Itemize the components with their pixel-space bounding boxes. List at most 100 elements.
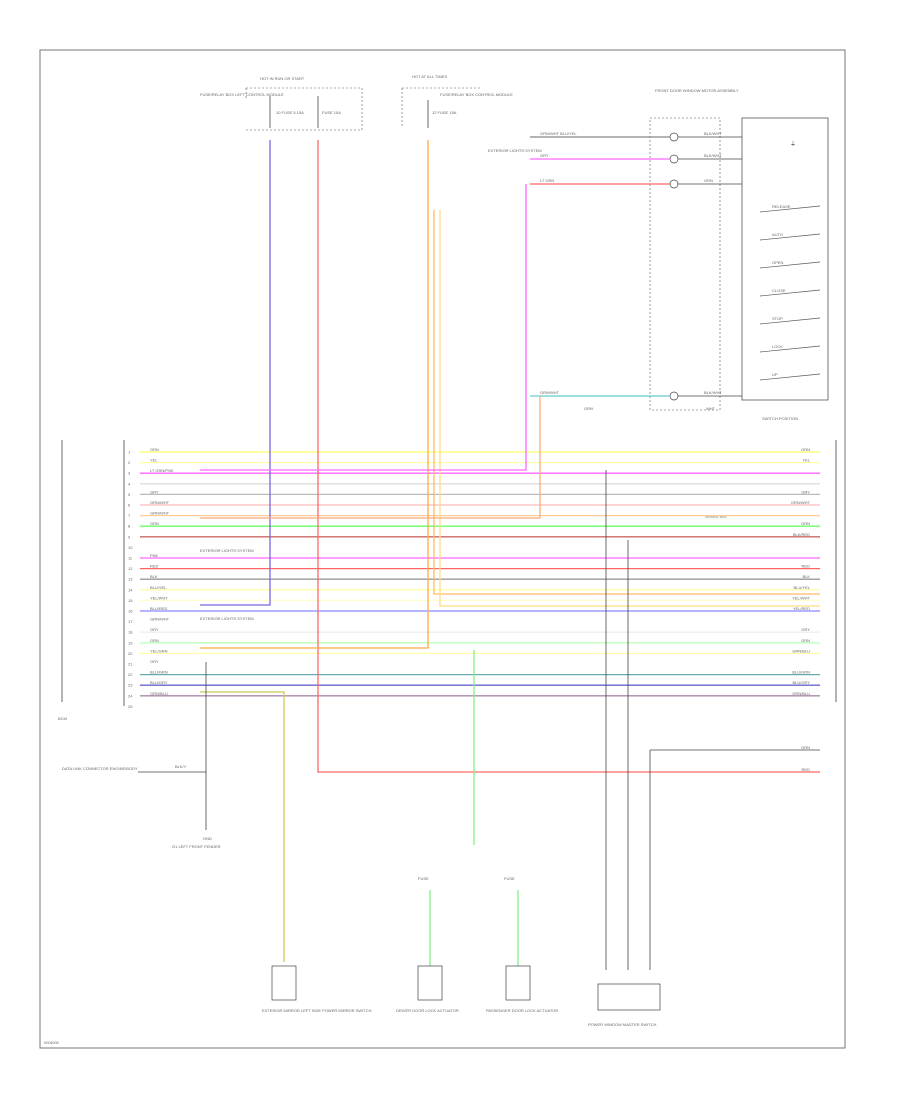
switch-contact-0 xyxy=(759,205,821,213)
mid-top-pin-a: 12 FUSE 15A xyxy=(432,110,457,115)
wire-code-8: GRN xyxy=(150,521,159,526)
top-wire-right-code-1: BLK/WHT xyxy=(704,153,722,158)
connector-4 xyxy=(669,391,679,401)
bottom-title-3: PASSENGER DOOR LOCK ACTUATOR xyxy=(486,1008,558,1013)
switch-position-4: STOP xyxy=(772,316,783,321)
top-wire-code-3: GRN/WHT xyxy=(540,390,560,395)
switch-assembly-mark: ⏚ xyxy=(790,141,796,148)
switch-position-1: AUTO xyxy=(772,232,783,237)
main-module: BCM EXTERIOR LIGHTS SYSTEM EXTERIOR LIGH… xyxy=(58,440,837,721)
top-wire-right-code-3: BLK/WHT xyxy=(704,390,722,395)
wire-pin-5: 5 xyxy=(128,492,131,497)
right-top-module: FRONT DOOR WINDOW MOTOR ASSEMBLY ⏚ EXTER… xyxy=(488,88,829,421)
wire-pin-13: 13 xyxy=(128,577,133,582)
footer-code: W16000 xyxy=(44,1040,60,1045)
wire-pin-25: 25 xyxy=(128,704,133,709)
top-wire-code-1: GRY xyxy=(540,153,549,158)
bottom-title-4: POWER WINDOW MASTER SWITCH xyxy=(588,1022,657,1027)
vertical-wires xyxy=(138,140,820,970)
wire-pin-12: 12 xyxy=(128,566,133,571)
wire-pin-4: 4 xyxy=(128,481,131,486)
connector-2 xyxy=(669,154,679,164)
left-top-pin-b: FUSE 15A xyxy=(322,110,341,115)
ground-block: DATA LINK CONNECTOR ENGINE/BODY BLK/Y GN… xyxy=(62,764,221,849)
bottom-components: EXTERIOR MIRROR LEFT SIDE POWER MIRROR S… xyxy=(262,876,661,1027)
ground-source: DATA LINK CONNECTOR ENGINE/BODY xyxy=(62,766,138,771)
top-wire-right-code-2: GRN xyxy=(704,178,713,183)
bottom-pin-2: FUSE xyxy=(418,876,429,881)
wire-code-18: GRY xyxy=(150,627,159,632)
wire-right-2: YEL xyxy=(802,458,810,463)
wire-code-13: BLK xyxy=(150,574,158,579)
top-wire-right-code-0: BLK/WHT xyxy=(704,131,722,136)
wire-code-22: BLU/GRN xyxy=(150,670,168,675)
wire-code-14: BLU/YEL xyxy=(150,585,167,590)
left-top-description: FUSE/RELAY BOX LEFT CONTROL MODULE xyxy=(200,92,284,97)
wire-code-3: LT GRN/PNK xyxy=(150,468,174,473)
right-side-wire-code-0: GRN xyxy=(801,745,810,750)
wire-right-24: GRN/BLU xyxy=(792,691,810,696)
wire-code-2: YEL xyxy=(150,458,158,463)
left-top-module: HOT IN RUN OR START FUSE/RELAY BOX LEFT … xyxy=(200,76,363,131)
ground-wire: BLK/Y xyxy=(175,764,187,769)
switch-assembly-box xyxy=(741,117,829,401)
wire-code-17: GRN/WHT xyxy=(150,617,170,622)
switch-contact-4 xyxy=(759,317,821,325)
wire-pin-7: 7 xyxy=(128,513,131,518)
ground-label-2: WHT xyxy=(706,406,716,411)
wire-code-5: GRY xyxy=(150,489,159,494)
wire-pin-11: 11 xyxy=(128,556,133,561)
wire-pin-19: 19 xyxy=(128,640,133,645)
wire-code-11: PNK xyxy=(150,553,159,558)
wire-code-20: YEL/GRN xyxy=(150,648,168,653)
main-module-note-2: EXTERIOR LIGHTS SYSTEM xyxy=(200,616,254,621)
mid-top-module: HOT AT ALL TIMES FUSE/RELAY BOX CONTROL … xyxy=(401,74,513,128)
main-module-label: BCM xyxy=(58,716,67,721)
wire-pin-10: 10 xyxy=(128,545,133,550)
right-top-note: EXTERIOR LIGHTS SYSTEM xyxy=(488,148,542,153)
bottom-title-1: EXTERIOR MIRROR LEFT SIDE POWER MIRROR S… xyxy=(262,1008,372,1013)
diagram-frame xyxy=(39,49,846,1049)
left-top-pin-a: 10 FUSE 5 15A xyxy=(276,110,304,115)
right-top-dashed-box xyxy=(649,117,721,411)
wire-pin-23: 23 xyxy=(128,683,133,688)
wire-right-6: GRN/WHT xyxy=(791,500,811,505)
wire-right-15: YEL/WHT xyxy=(792,595,810,600)
wire-pin-6: 6 xyxy=(128,503,131,508)
top-wire-code-2: LT GRN xyxy=(540,178,554,183)
wire-pin-2: 2 xyxy=(128,460,131,465)
wire-right-18: GRY xyxy=(801,627,810,632)
wire-code-7: GRN/WHT xyxy=(150,511,170,516)
main-module-note-1: EXTERIOR LIGHTS SYSTEM xyxy=(200,548,254,553)
switch-position-6: UP xyxy=(772,372,778,377)
wire-code-16: BLU/RED xyxy=(150,606,167,611)
wire-pin-22: 22 xyxy=(128,672,133,677)
switch-contact-5 xyxy=(759,345,821,353)
wire-pin-8: 8 xyxy=(128,524,131,529)
main-module-side-note: SPEED SIG xyxy=(705,514,727,519)
wire-code-23: BLU/GRY xyxy=(150,680,168,685)
wire-pin-20: 20 xyxy=(128,651,133,656)
switch-contact-6 xyxy=(759,373,821,381)
connector-3 xyxy=(669,179,679,189)
wire-pin-15: 15 xyxy=(128,598,133,603)
wire-right-23: BLU/GRY xyxy=(793,680,811,685)
wire-pin-9: 9 xyxy=(128,534,131,539)
bottom-title-2: DRIVER DOOR LOCK ACTUATOR xyxy=(396,1008,459,1013)
bottom-pin-3: FUSE xyxy=(504,876,515,881)
wire-pin-16: 16 xyxy=(128,609,133,614)
connector-1 xyxy=(669,132,679,142)
right-top-title: FRONT DOOR WINDOW MOTOR ASSEMBLY xyxy=(655,88,739,93)
wire-right-12: RED xyxy=(802,564,811,569)
wire-code-6: GRN/WHT xyxy=(150,500,170,505)
wire-right-22: BLU/GRN xyxy=(792,670,810,675)
wire-right-8: GRN xyxy=(801,521,810,526)
switch-position-2: OPEN xyxy=(772,260,783,265)
wire-pin-1: 1 xyxy=(128,450,131,455)
wire-right-9: BLK/RED xyxy=(793,532,810,537)
wire-pin-14: 14 xyxy=(128,587,133,592)
left-top-header: HOT IN RUN OR START xyxy=(260,76,305,81)
